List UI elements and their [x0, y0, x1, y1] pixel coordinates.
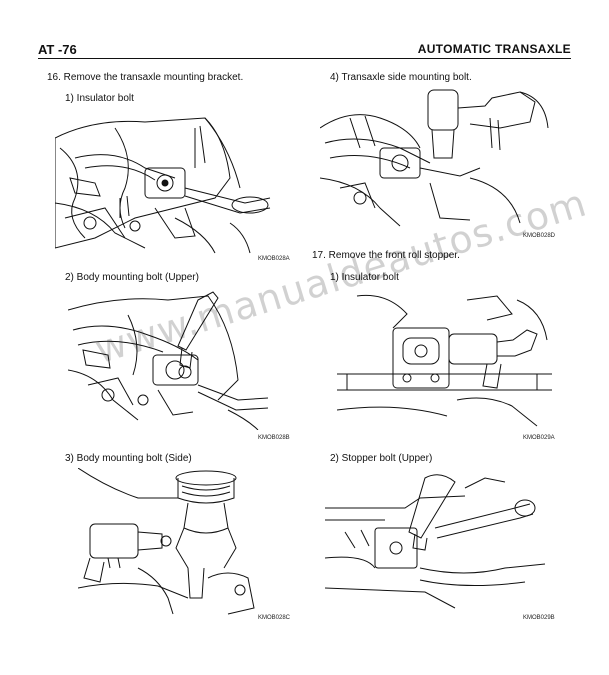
figure-code-6: KMOB029B: [523, 615, 555, 621]
figure-transaxle-side-mounting-bolt: [320, 88, 552, 228]
step-16-item-4: 4) Transaxle side mounting bolt.: [330, 72, 472, 83]
figure-code-2: KMOB028B: [258, 435, 290, 441]
figure-code-3: KMOB028C: [258, 615, 291, 621]
step-16-heading: 16. Remove the transaxle mounting bracke…: [47, 72, 244, 83]
page-number: AT -76: [38, 42, 77, 57]
step-16-item-2: 2) Body mounting bolt (Upper): [65, 272, 199, 283]
step-17-item-2: 2) Stopper bolt (Upper): [330, 453, 433, 464]
step-17-item-1: 1) Insulator bolt: [330, 272, 399, 283]
figure-code-5: KMOB029A: [523, 435, 555, 441]
figure-body-mounting-bolt-side: [78, 468, 258, 616]
section-title: AUTOMATIC TRANSAXLE: [417, 42, 571, 56]
header-divider: [38, 58, 571, 59]
step-17-heading: 17. Remove the front roll stopper.: [312, 250, 460, 261]
step-16-item-3: 3) Body mounting bolt (Side): [65, 453, 192, 464]
figure-code-4: KMOB028D: [523, 233, 556, 239]
figure-body-mounting-bolt-upper: [68, 290, 290, 430]
figure-code-1: KMOB028A: [258, 256, 290, 262]
step-16-item-1: 1) Insulator bolt: [65, 93, 134, 104]
figure-stopper-bolt-upper: [325, 468, 550, 610]
figure-insulator-bolt: [55, 108, 287, 256]
figure-roll-stopper-insulator-bolt: [337, 290, 552, 430]
